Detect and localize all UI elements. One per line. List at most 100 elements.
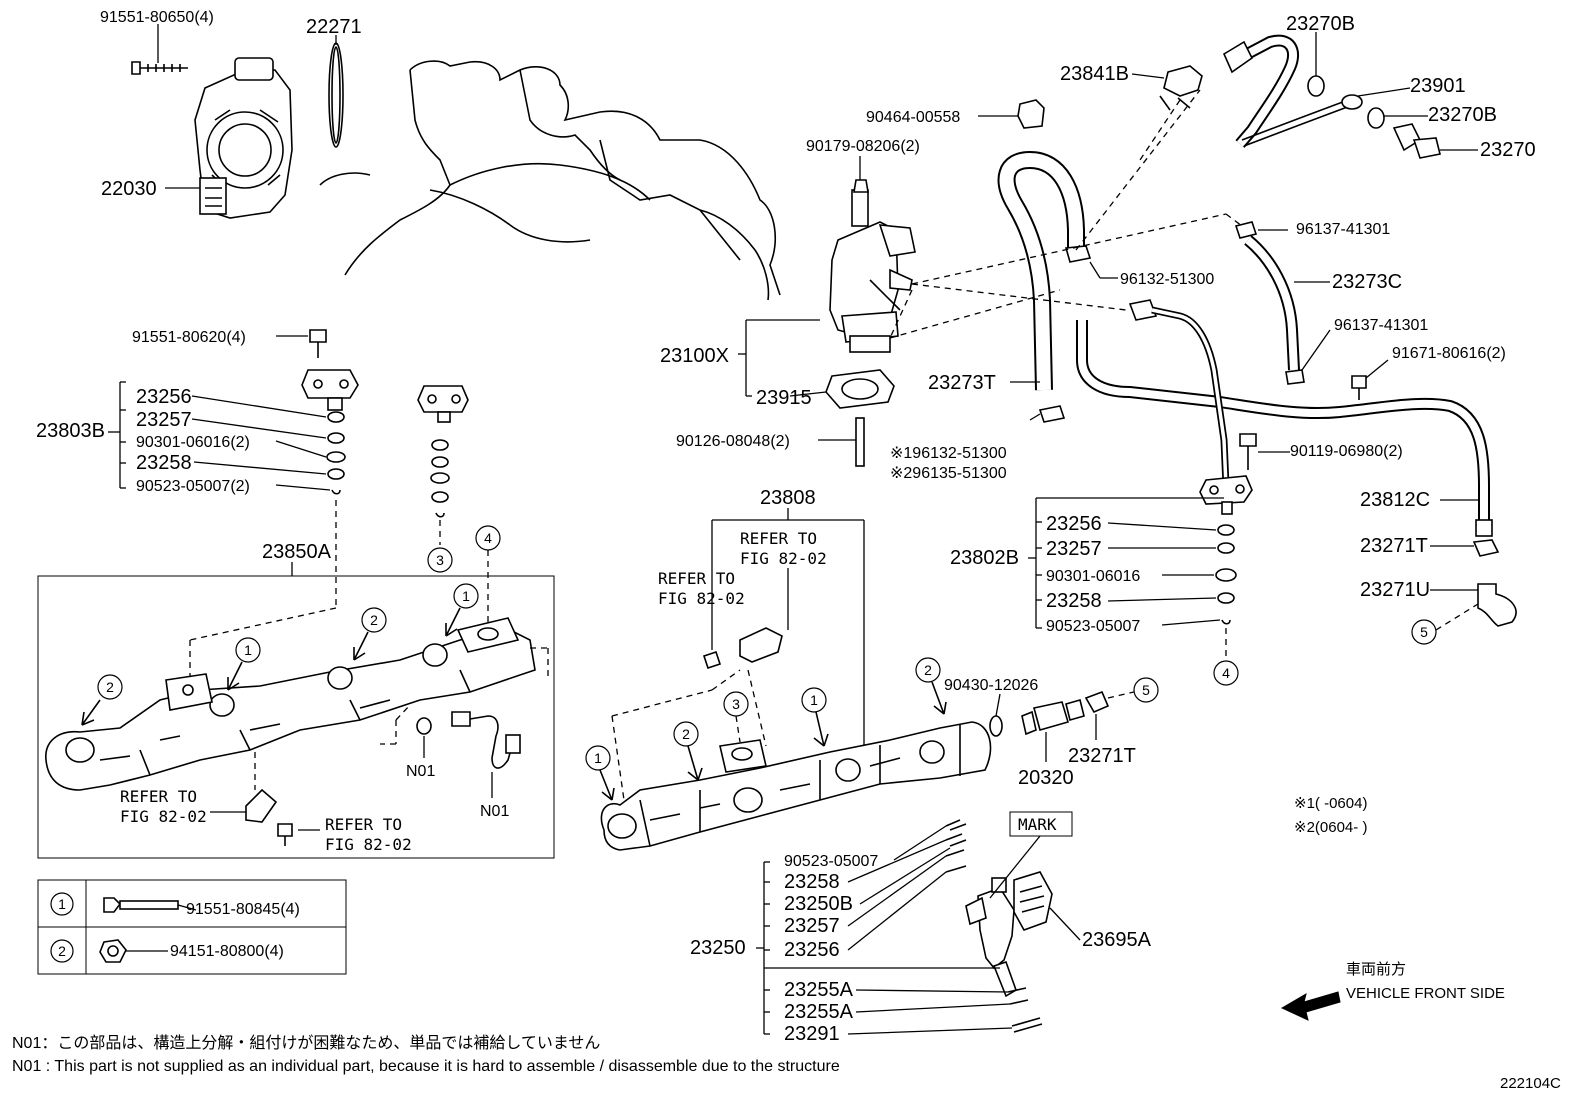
label-23273T: 23273T: [928, 372, 996, 394]
callout-5-right: 5: [1411, 619, 1437, 645]
label-96137-41301-a: 96137-41301: [1296, 221, 1390, 238]
clamp-lower-hose: [1038, 405, 1066, 423]
svg-text:1: 1: [594, 750, 602, 766]
callout-1-b: 1: [445, 583, 479, 637]
label-23273C: 23273C: [1332, 271, 1402, 293]
svg-text:MARK: MARK: [1018, 815, 1057, 834]
mark-box: MARK: [1009, 811, 1073, 837]
label-23841B: 23841B: [1060, 63, 1129, 85]
label-23802B: 23802B: [950, 547, 1019, 569]
label-91551-80650: 91551-80650(4): [100, 9, 214, 26]
hose-23901: [1222, 34, 1363, 148]
label-23258-b: 23258: [1046, 590, 1102, 612]
bolt-91551-80620: [309, 329, 327, 358]
label-23255A-a: 23255A: [784, 979, 854, 1001]
svg-text:1: 1: [58, 896, 66, 912]
svg-text:2: 2: [924, 662, 932, 678]
svg-text:5: 5: [1420, 624, 1428, 640]
label-96137-41301-b: 96137-41301: [1334, 317, 1428, 334]
throttle-body-22030: [194, 57, 293, 219]
label-90301-06016-2: 90301-06016(2): [136, 434, 250, 451]
label-90126-08048: 90126-08048(2): [676, 433, 790, 450]
callout-3-left: 3: [427, 547, 453, 573]
svg-text:4: 4: [1222, 665, 1230, 681]
label-96132-51300: 96132-51300: [1120, 271, 1214, 288]
stud-90126-08048: [855, 417, 865, 467]
label-90523-05007-b: 90523-05007: [1046, 618, 1140, 635]
label-23257-b: 23257: [1046, 538, 1102, 560]
callout-5-center: 5: [1133, 677, 1159, 703]
bolt-91671-80616: [1351, 375, 1367, 400]
injector-lower-seals: [1007, 987, 1043, 1033]
svg-text:1: 1: [462, 588, 470, 604]
refer-to-c: REFER TO: [740, 529, 817, 548]
callout-1-d: 1: [801, 687, 829, 747]
diagram-code: 222104C: [1500, 1075, 1561, 1092]
label-296135: ※296135-51300: [890, 465, 1007, 482]
label-23258-c: 23258: [784, 871, 840, 893]
clip-23841B: [1159, 65, 1203, 111]
front-arrow-icon: [1280, 991, 1341, 1021]
label-23695A: 23695A: [1082, 929, 1152, 951]
svg-text:5: 5: [1142, 682, 1150, 698]
fuel-rail-center: [600, 721, 992, 851]
hose-23812C: [1076, 320, 1493, 537]
label-23270B-a: 23270B: [1286, 13, 1355, 35]
legend-table: 1 2 91551-80845(4) 94151-80800(4): [37, 879, 347, 975]
assembly-box-23850A: [37, 575, 555, 859]
label-23257-a: 23257: [136, 409, 192, 431]
gasket-22271: [328, 42, 344, 148]
bracket-center: [702, 627, 783, 670]
label-22271: 22271: [306, 16, 362, 38]
callout-2-a: 2: [81, 674, 123, 726]
clip-90464-00558: [1017, 99, 1045, 129]
clamp-96137-41301-b: [1285, 369, 1305, 385]
label-90119-06980: 90119-06980(2): [1290, 443, 1403, 460]
callout-2-b: 2: [353, 607, 387, 661]
fig-ref-c: FIG 82-02: [740, 549, 827, 568]
label-23291: 23291: [784, 1023, 840, 1045]
date-note-1: ※1( -0604): [1294, 795, 1367, 812]
svg-text:3: 3: [732, 696, 740, 712]
label-23901: 23901: [1410, 75, 1466, 97]
label-94151-80800: 94151-80800(4): [170, 943, 284, 960]
vsv-valve-23100X: [829, 179, 916, 353]
bolt-91551-80650: [131, 61, 188, 75]
label-91551-80620: 91551-80620(4): [132, 329, 246, 346]
front-label-en: VEHICLE FRONT SIDE: [1346, 985, 1505, 1002]
hose-23273C: [1244, 235, 1300, 371]
label-N01-b: N01: [480, 803, 509, 820]
label-23270: 23270: [1480, 139, 1536, 161]
label-90179-08206: 90179-08206(2): [806, 138, 920, 155]
bolt-23270: [1392, 123, 1441, 159]
label-N01-a: N01: [406, 763, 435, 780]
svg-text:2: 2: [370, 612, 378, 628]
label-23100X: 23100X: [660, 345, 729, 367]
label-90430-12026: 90430-12026: [944, 677, 1038, 694]
gasket-23915: [825, 369, 895, 409]
callout-4-left: 4: [475, 525, 501, 551]
bracket-left: [245, 788, 293, 846]
footnote-jp: N01：この部品は、構造上分解・組付けが困難なため、単品では補給していません: [12, 1034, 600, 1052]
svg-text:2: 2: [682, 726, 690, 742]
seal-stack-right: [430, 439, 450, 518]
injector-seals: [945, 819, 967, 873]
fuel-pipe-23802B: [1128, 299, 1253, 515]
washer-23270B-a: [1307, 75, 1325, 97]
label-23270B-b: 23270B: [1428, 104, 1497, 126]
seal-stack-23802B: [1215, 524, 1237, 625]
label-91551-80845: 91551-80845(4): [186, 901, 300, 918]
o-ring-90430-12026: [989, 715, 1003, 737]
clamp-96137-41301-a: [1234, 221, 1258, 239]
clamp-23271T-right: [1472, 539, 1500, 557]
callout-2-c: 2: [673, 721, 703, 781]
svg-text:2: 2: [106, 679, 114, 695]
elbow-23271U: [1477, 583, 1517, 627]
svg-text:3: 3: [436, 552, 444, 568]
label-23271U: 23271U: [1360, 579, 1430, 601]
label-23258-a: 23258: [136, 452, 192, 474]
label-91671-80616: 91671-80616(2): [1392, 345, 1506, 362]
callout-3-center: 3: [723, 691, 749, 743]
nut-icon: [99, 939, 127, 963]
